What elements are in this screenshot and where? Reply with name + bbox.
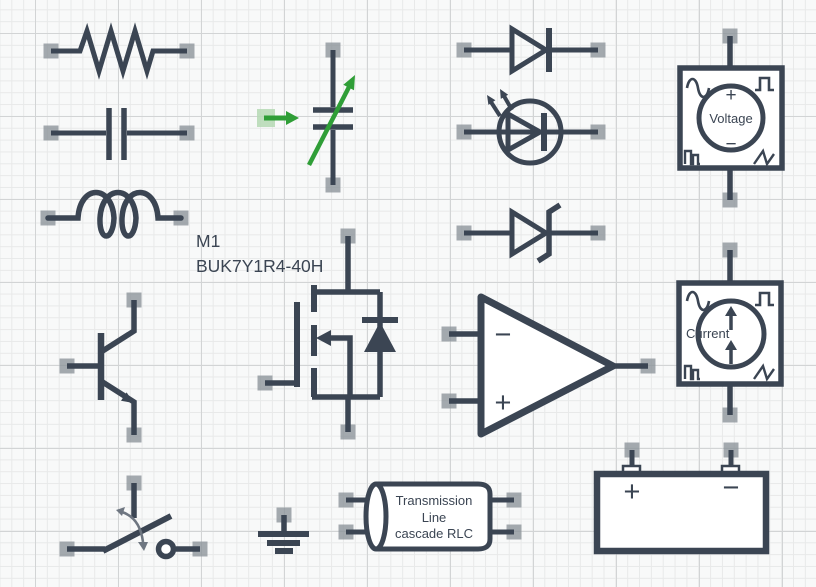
current-source-symbol[interactable]: Current [676,242,784,423]
rotation-arrow-icon [116,507,148,551]
voltage-source-symbol[interactable]: + Voltage − [677,28,785,208]
led-triangle [505,109,546,155]
opamp-minus: − [495,319,512,351]
ground-bars [258,531,309,554]
diode-triangle [509,24,551,76]
battery-body [593,470,770,555]
zener-diode-symbol[interactable] [456,202,606,264]
vsrc-circle [696,83,766,153]
opamp-plus: + [495,387,512,419]
inductor-symbol[interactable] [40,189,189,239]
tline-body [376,481,493,552]
vsrc-label: Voltage [709,111,752,126]
n-mosfet-symbol[interactable]: M1 BUK7Y1R4-40H [196,228,398,440]
opamp-wires [449,331,648,404]
tline-label-1: Transmission [396,493,473,508]
mosfet-source [312,394,380,432]
mosfet-body-wire [326,335,353,397]
op-amp-symbol[interactable]: − + [441,293,656,438]
variable-arrowhead-icon [343,75,355,91]
varcap-plates [313,107,353,130]
inductor-coils [45,189,184,239]
connect-arrow-icon [286,111,299,125]
triangle-wave-icon [753,148,775,167]
green-connect-arrow[interactable] [257,109,299,127]
pulse-train-icon [683,364,700,381]
variable-capacitor-symbol[interactable] [306,42,355,193]
isrc-circle [695,298,767,370]
body-diode-triangle [364,322,396,352]
switch-symbol[interactable] [59,475,208,560]
bjt-emitter-arrow-icon [121,392,134,403]
transmission-line-symbol[interactable]: Transmission Line cascade RLC [338,481,522,552]
battery-symbol[interactable]: + − [593,442,770,555]
isrc-arrowhead-bottom-icon [725,340,737,350]
switch-lever [101,513,173,554]
battery-minus: − [723,472,740,504]
bjt-collector [99,300,137,355]
npn-transistor-symbol[interactable] [59,292,142,443]
isrc-label: Current [686,326,730,341]
pulse-train-icon [683,149,700,166]
isrc-arrowhead-top-icon [725,306,737,316]
led-circle [496,98,564,166]
sine-wave-icon [685,77,711,99]
mosfet-ref-label: M1 [196,231,220,251]
vsrc-plus: + [725,85,736,106]
mosfet-drain [312,236,380,295]
tline-label-2: Line [422,510,447,525]
capacitor-symbol[interactable] [43,108,195,160]
zener-cathode [536,202,562,264]
zener-triangle [509,207,551,259]
switch-contact [155,538,177,560]
resistor-symbol[interactable] [43,22,195,80]
mosfet-body-arrow-icon [316,330,331,346]
resistor-body [51,22,187,80]
tline-wires [346,497,514,535]
tline-label-3: cascade RLC [395,526,473,541]
mosfet-part-label: BUK7Y1R4-40H [196,256,323,276]
bjt-emitter [99,378,137,435]
battery-posts [629,450,734,467]
tline-end-cap [363,481,389,552]
diode-symbol[interactable] [456,24,606,76]
battery-plus: + [624,476,641,508]
variable-arrow [306,85,352,167]
triangle-wave-icon [753,363,775,382]
square-wave-icon [755,291,774,307]
led-symbol[interactable] [456,89,606,166]
capacitor-plates [106,108,127,160]
opamp-triangle [477,293,617,438]
vsrc-minus: − [725,134,736,155]
square-wave-icon [755,76,774,92]
sine-wave-icon [685,290,711,312]
ground-symbol[interactable] [258,507,309,554]
emission-arrows-icon [487,89,514,118]
